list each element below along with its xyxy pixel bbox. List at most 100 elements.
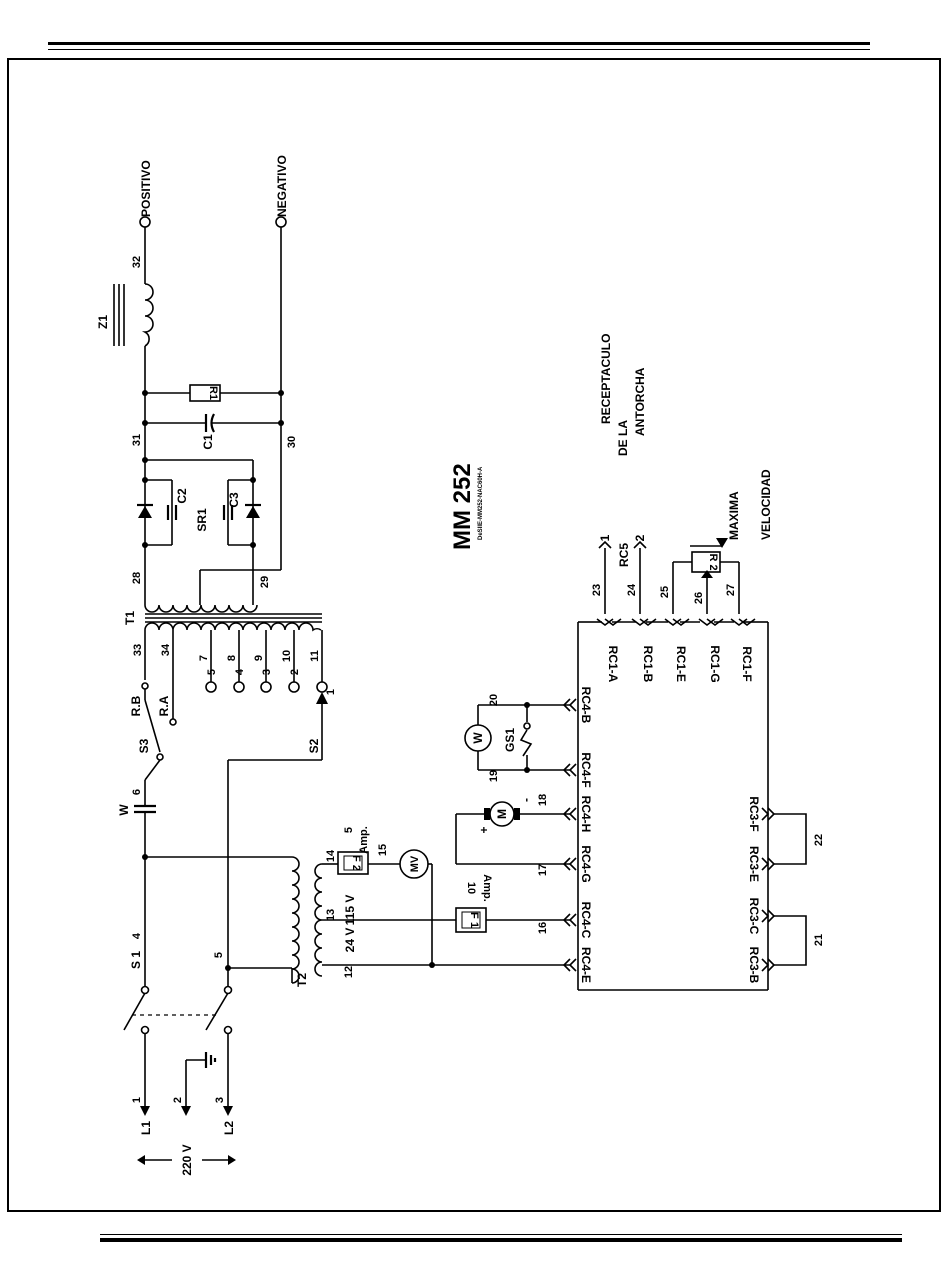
svg-text:RC1-B: RC1-B — [641, 646, 655, 683]
svg-text:14: 14 — [325, 849, 337, 862]
svg-text:Z1: Z1 — [96, 315, 110, 329]
svg-text:F 2: F 2 — [350, 855, 362, 871]
gs1-gas-switch: GS1 — [503, 705, 533, 770]
t1-transformer: T1 33 34 7 8 9 10 11 — [123, 604, 323, 720]
svg-text:POSITIVO: POSITIVO — [139, 160, 153, 217]
svg-text:RC4-C: RC4-C — [579, 902, 593, 939]
svg-text:8: 8 — [226, 655, 238, 661]
t1-taps: 5 4 3 2 1 — [205, 668, 337, 695]
svg-text:Amp.: Amp. — [358, 826, 370, 854]
positive-terminal: POSITIVO — [139, 160, 153, 228]
svg-text:T2: T2 — [295, 973, 309, 987]
svg-text:DeSIIE-MM252-NAC60H-A: DeSIIE-MM252-NAC60H-A — [478, 466, 484, 540]
svg-text:220 V: 220 V — [180, 1144, 194, 1175]
svg-text:2: 2 — [172, 1097, 184, 1103]
svg-text:23: 23 — [591, 584, 603, 596]
svg-text:R1: R1 — [207, 386, 219, 400]
svg-text:10: 10 — [465, 882, 477, 894]
svg-text:RC4-G: RC4-G — [579, 845, 593, 882]
model-title: MM 252 DeSIIE-MM252-NAC60H-A — [449, 463, 484, 550]
svg-text:9: 9 — [253, 655, 265, 661]
svg-text:28: 28 — [131, 572, 143, 584]
svg-text:RC1-E: RC1-E — [674, 646, 688, 682]
svg-text:RECEPTACULO: RECEPTACULO — [599, 334, 613, 424]
diagram-frame — [7, 58, 941, 1212]
w-capacitor: W 6 — [117, 780, 156, 990]
wire-feed-meter: W 20 19 — [464, 694, 570, 782]
svg-text:MM 252: MM 252 — [449, 463, 476, 550]
svg-text:20: 20 — [488, 694, 500, 706]
svg-text:S 1: S 1 — [129, 951, 143, 969]
svg-text:26: 26 — [693, 592, 705, 604]
svg-text:RC3-E: RC3-E — [747, 846, 761, 882]
r2-max-speed-pot: R 2 MAXIMA VELOCIDAD — [672, 469, 773, 578]
svg-text:RC3-C: RC3-C — [747, 898, 761, 935]
svg-text:R.B: R.B — [129, 695, 143, 716]
svg-text:DE LA: DE LA — [616, 420, 630, 456]
svg-text:11: 11 — [309, 650, 321, 662]
c1-capacitor: C1 31 30 — [131, 413, 298, 450]
svg-text:GS1: GS1 — [503, 728, 517, 752]
svg-text:RC3-F: RC3-F — [747, 796, 761, 831]
svg-text:24: 24 — [626, 583, 638, 596]
svg-text:6: 6 — [131, 789, 143, 795]
svg-text:M: M — [495, 809, 509, 819]
svg-text:RC1-G: RC1-G — [708, 645, 722, 682]
f1-fuse: F 1 10 Amp. 16 — [455, 874, 570, 934]
supply-lines: 1 2 3 L1 L2 220 V — [131, 1034, 236, 1176]
r1-resistor: R1 — [142, 384, 284, 402]
svg-text:21: 21 — [813, 934, 825, 946]
svg-text:-: - — [519, 798, 533, 802]
svg-text:3: 3 — [214, 1097, 226, 1103]
svg-text:R 2: R 2 — [707, 553, 719, 570]
svg-text:2: 2 — [289, 669, 301, 675]
f2-fuse: F 2 5 Amp. 15 — [337, 826, 400, 875]
svg-text:C2: C2 — [175, 488, 189, 504]
svg-text:19: 19 — [488, 770, 500, 782]
rc3-connector: RC3-F RC3-E RC3-C RC3-B 22 21 — [747, 796, 825, 983]
svg-text:32: 32 — [131, 256, 143, 268]
sr1-rectifier: C2 C3 SR1 28 29 — [131, 457, 271, 605]
svg-text:2: 2 — [633, 534, 647, 541]
svg-text:3: 3 — [261, 669, 273, 675]
svg-text:W: W — [117, 804, 131, 816]
connector-block — [577, 621, 769, 991]
rc1-connector: RC1-A RC1-B RC1-E RC1-G RC1-F 23 24 25 2… — [590, 334, 756, 683]
s2-switch: S2 — [227, 692, 328, 968]
svg-text:C3: C3 — [227, 492, 241, 508]
svg-text:22: 22 — [813, 834, 825, 846]
svg-text:+: + — [477, 826, 491, 833]
svg-text:C1: C1 — [201, 434, 215, 450]
z1-choke: Z1 32 — [96, 256, 154, 347]
svg-text:25: 25 — [659, 586, 671, 598]
svg-text:29: 29 — [259, 576, 271, 588]
svg-text:RC3-B: RC3-B — [747, 947, 761, 984]
svg-text:31: 31 — [131, 434, 143, 446]
svg-text:RC4-F: RC4-F — [579, 752, 593, 787]
svg-text:5: 5 — [213, 952, 225, 958]
svg-text:13: 13 — [325, 909, 337, 921]
svg-text:18: 18 — [537, 794, 549, 806]
motor: M + - 18 17 — [455, 794, 570, 876]
svg-text:30: 30 — [286, 436, 298, 448]
svg-text:NEGATIVO: NEGATIVO — [275, 155, 289, 217]
svg-text:1: 1 — [598, 534, 612, 541]
svg-text:Amp.: Amp. — [481, 874, 493, 902]
svg-text:10: 10 — [281, 650, 293, 662]
svg-text:17: 17 — [537, 864, 549, 876]
svg-text:T1: T1 — [123, 611, 137, 625]
mv-valve: MV — [399, 849, 435, 968]
negative-terminal: NEGATIVO — [275, 155, 289, 228]
svg-text:12: 12 — [343, 966, 355, 978]
svg-text:7: 7 — [198, 655, 210, 661]
s1-main-switch: S 1 4 5 — [123, 932, 233, 1035]
svg-text:RC1-F: RC1-F — [740, 646, 754, 681]
svg-text:27: 27 — [725, 584, 737, 596]
svg-text:16: 16 — [537, 922, 549, 934]
svg-text:15: 15 — [377, 844, 389, 856]
svg-text:MV: MV — [409, 855, 421, 872]
svg-text:RC1-A: RC1-A — [606, 646, 620, 683]
svg-text:W: W — [471, 732, 485, 744]
